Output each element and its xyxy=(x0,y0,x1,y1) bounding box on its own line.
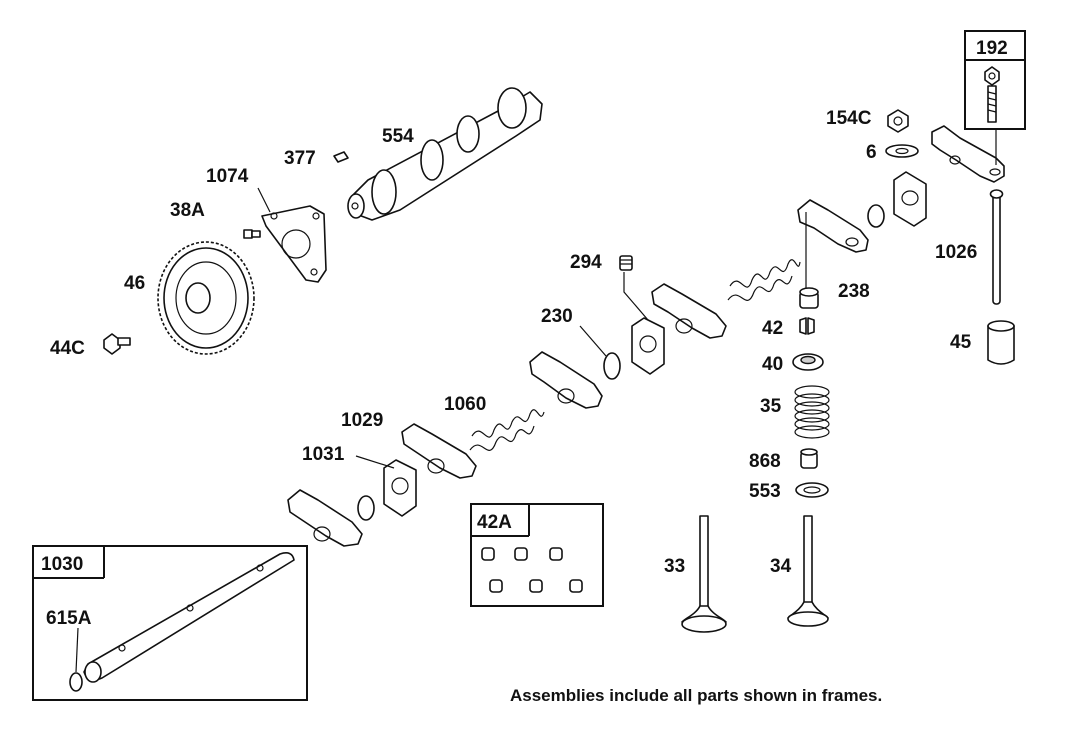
label-294: 294 xyxy=(570,252,602,273)
label-6: 6 xyxy=(866,142,877,163)
part-1031-support xyxy=(383,459,417,517)
part-45-tappet xyxy=(987,320,1015,365)
label-1029: 1029 xyxy=(341,410,383,431)
label-33: 33 xyxy=(664,556,685,577)
label-40: 40 xyxy=(762,354,783,375)
part-46-gear xyxy=(157,241,255,355)
part-553-washer xyxy=(795,482,829,498)
rocker-arm-top xyxy=(931,125,1005,183)
assemblies-footnote: Assemblies include all parts shown in fr… xyxy=(510,686,883,705)
label-377: 377 xyxy=(284,148,316,169)
label-1074: 1074 xyxy=(206,166,249,187)
label-868: 868 xyxy=(749,451,781,472)
part-1026-push-rod xyxy=(989,189,1004,305)
washer-right xyxy=(867,204,885,228)
spring-upper xyxy=(727,259,801,301)
rocker-arm-6 xyxy=(287,489,363,547)
label-34: 34 xyxy=(770,556,792,577)
rocker-arm-2 xyxy=(797,199,869,253)
label-44C: 44C xyxy=(50,338,85,359)
part-33-valve xyxy=(681,515,727,633)
part-377-key xyxy=(333,151,349,163)
rocker-arm-4 xyxy=(529,351,603,409)
washer-left xyxy=(357,495,375,521)
label-238: 238 xyxy=(838,281,870,302)
part-42 xyxy=(799,317,815,335)
frame-42A: 42A xyxy=(470,503,604,607)
rocker-support-center xyxy=(631,317,665,375)
label-1031: 1031 xyxy=(302,444,345,465)
label-42A: 42A xyxy=(477,512,512,533)
label-1026: 1026 xyxy=(935,242,977,263)
label-1030: 1030 xyxy=(41,554,83,575)
rocker-support-right xyxy=(893,171,927,227)
part-1060-spring xyxy=(469,409,545,451)
part-34-valve xyxy=(787,515,829,627)
label-615A: 615A xyxy=(46,608,92,629)
label-154C: 154C xyxy=(826,108,872,129)
part-554-camshaft xyxy=(347,87,543,221)
part-6-washer xyxy=(885,144,919,158)
label-46: 46 xyxy=(124,273,145,294)
frame-1030: 1030 615A xyxy=(32,545,308,701)
part-868 xyxy=(800,448,818,469)
label-230: 230 xyxy=(541,306,573,327)
part-44C-bolt xyxy=(103,333,131,355)
part-294-screw xyxy=(619,255,633,271)
rocker-arm-3 xyxy=(651,283,727,339)
label-45: 45 xyxy=(950,332,972,353)
label-192: 192 xyxy=(976,38,1008,59)
label-553: 553 xyxy=(749,481,781,502)
part-38A-bolt xyxy=(243,229,261,239)
label-1060: 1060 xyxy=(444,394,486,415)
label-38A: 38A xyxy=(170,200,205,221)
frame-192: 192 xyxy=(964,30,1026,130)
part-238 xyxy=(799,287,819,309)
label-554: 554 xyxy=(382,126,414,147)
rocker-arm-5 xyxy=(401,423,477,479)
part-230-washer xyxy=(603,352,621,380)
part-35-spring xyxy=(794,385,830,439)
part-1074-plate xyxy=(261,205,327,283)
part-40-retainer xyxy=(792,353,824,371)
label-42: 42 xyxy=(762,318,783,339)
label-35: 35 xyxy=(760,396,782,417)
part-154C-nut xyxy=(887,109,909,133)
